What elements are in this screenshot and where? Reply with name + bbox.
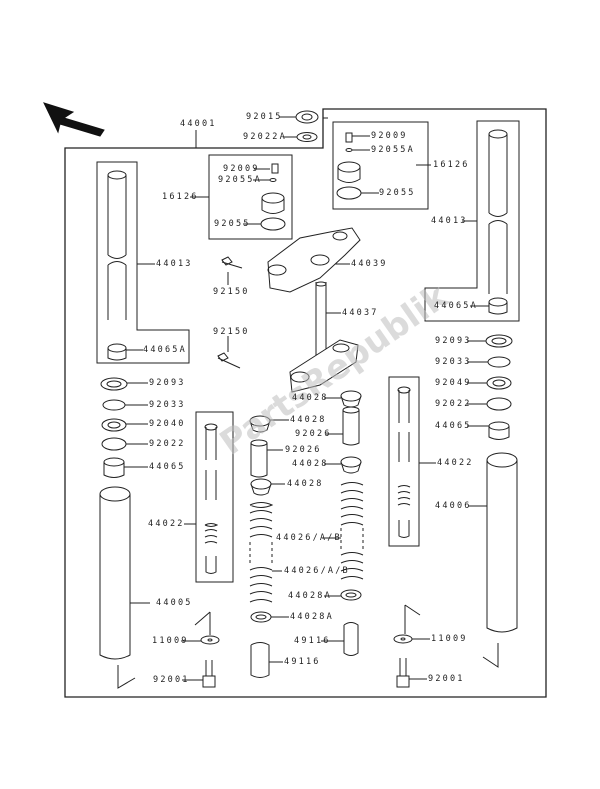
part-label-92015: 92015 (246, 112, 283, 122)
part-label-49116-left: 49116 (284, 657, 321, 667)
left-tube-box (96, 161, 190, 364)
part-label-92001-right: 92001 (428, 674, 465, 684)
part-label-44065a-right: 44065A (434, 301, 478, 311)
part-label-44028-d: 44028 (287, 479, 324, 489)
part-label-92055-right: 92055 (379, 188, 416, 198)
part-label-92033-right: 92033 (435, 357, 472, 367)
part-label-16126-right: 16126 (433, 160, 470, 170)
part-label-11009-left: 11009 (152, 636, 189, 646)
lower-triple-clamp (289, 339, 359, 393)
part-label-92049-right: 92049 (435, 378, 472, 388)
left-outer-tube (99, 494, 131, 660)
part-label-44065-right: 44065 (435, 421, 472, 431)
right-damper-box (388, 376, 420, 547)
arrow-up-left-icon (43, 102, 105, 137)
right-tube-box (424, 120, 520, 322)
left-damper-box (195, 411, 234, 583)
part-label-44026-lower: 44026/A/B (284, 566, 350, 576)
part-label-92026-a: 92026 (295, 429, 332, 439)
part-label-44022-right: 44022 (437, 458, 474, 468)
part-label-92009-right: 92009 (371, 131, 408, 141)
part-label-92022a: 92022A (243, 132, 287, 142)
part-label-44028-b: 44028 (290, 415, 327, 425)
part-label-92009-left: 92009 (223, 164, 260, 174)
part-label-44028a-lower: 44028A (290, 612, 334, 622)
part-label-11009-right: 11009 (431, 634, 468, 644)
part-label-92055-left: 92055 (214, 219, 251, 229)
fork-spring-left (249, 502, 274, 603)
right-outer-tube (486, 460, 518, 633)
part-label-44065a-left: 44065A (143, 345, 187, 355)
part-label-44028-a: 44028 (292, 393, 329, 403)
part-label-44001: 44001 (180, 119, 217, 129)
part-label-44028a-upper: 44028A (288, 591, 332, 601)
part-label-44026-upper: 44026/A/B (276, 533, 342, 543)
part-label-92026-b: 92026 (285, 445, 322, 455)
part-label-92022-right: 92022 (435, 399, 472, 409)
part-label-16126-left: 16126 (162, 192, 199, 202)
part-label-92150-lower: 92150 (213, 327, 250, 337)
upper-triple-clamp (267, 227, 361, 293)
part-label-92033-left: 92033 (149, 400, 186, 410)
assembly-frame (64, 108, 547, 698)
part-label-92001-left: 92001 (153, 675, 190, 685)
part-label-44037: 44037 (342, 308, 379, 318)
part-label-44039: 44039 (351, 259, 388, 269)
part-label-44065-left: 44065 (149, 462, 186, 472)
fork-spring-right (340, 482, 364, 580)
part-label-92040-left: 92040 (149, 419, 186, 429)
part-label-44006: 44006 (435, 501, 472, 511)
part-label-44022-left: 44022 (148, 519, 185, 529)
part-label-44005: 44005 (156, 598, 193, 608)
part-label-44013-right: 44013 (431, 216, 468, 226)
part-label-92055a-left: 92055A (218, 175, 262, 185)
part-label-92022-left: 92022 (149, 439, 186, 449)
part-label-92055a-right: 92055A (371, 145, 415, 155)
part-label-44013-left: 44013 (156, 259, 193, 269)
part-label-92093-right: 92093 (435, 336, 472, 346)
part-label-44028-c: 44028 (292, 459, 329, 469)
part-label-49116-right: 49116 (294, 636, 331, 646)
part-label-92093-left: 92093 (149, 378, 186, 388)
part-label-92150-upper: 92150 (213, 287, 250, 297)
